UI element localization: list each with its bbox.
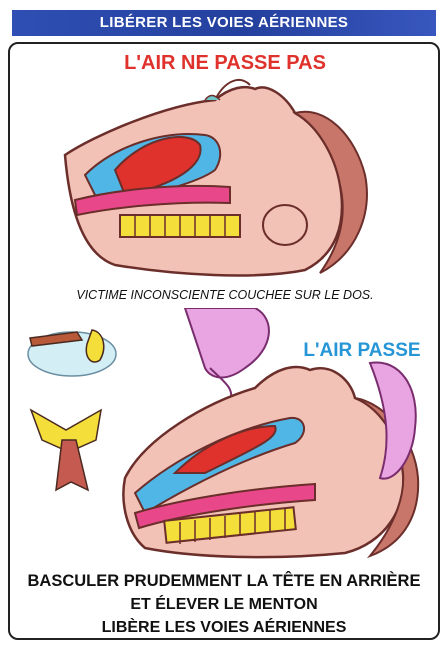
tie-loosen-icon (26, 400, 112, 496)
blocked-airway-illustration (55, 75, 395, 285)
victim-caption: VICTIME INCONSCIENTE COUCHEE SUR LE DOS. (40, 288, 410, 302)
header-banner: LIBÉRER LES VOIES AÉRIENNES (12, 10, 436, 36)
instruction-line-2: ET ÉLEVER LE MENTON (12, 596, 436, 614)
ear (263, 205, 307, 245)
instruction-line-1: BASCULER PRUDEMMENT LA TÊTE EN ARRIÈRE (12, 572, 436, 591)
instruction-line-3: LIBÈRE LES VOIES AÉRIENNES (12, 619, 436, 637)
header-title: LIBÉRER LES VOIES AÉRIENNES (100, 14, 348, 31)
hand-top (185, 308, 269, 377)
open-airway-illustration (115, 308, 440, 568)
airway-blocked-title: L'AIR NE PASSE PAS (100, 52, 350, 75)
collar-loosen-icon (22, 318, 122, 380)
